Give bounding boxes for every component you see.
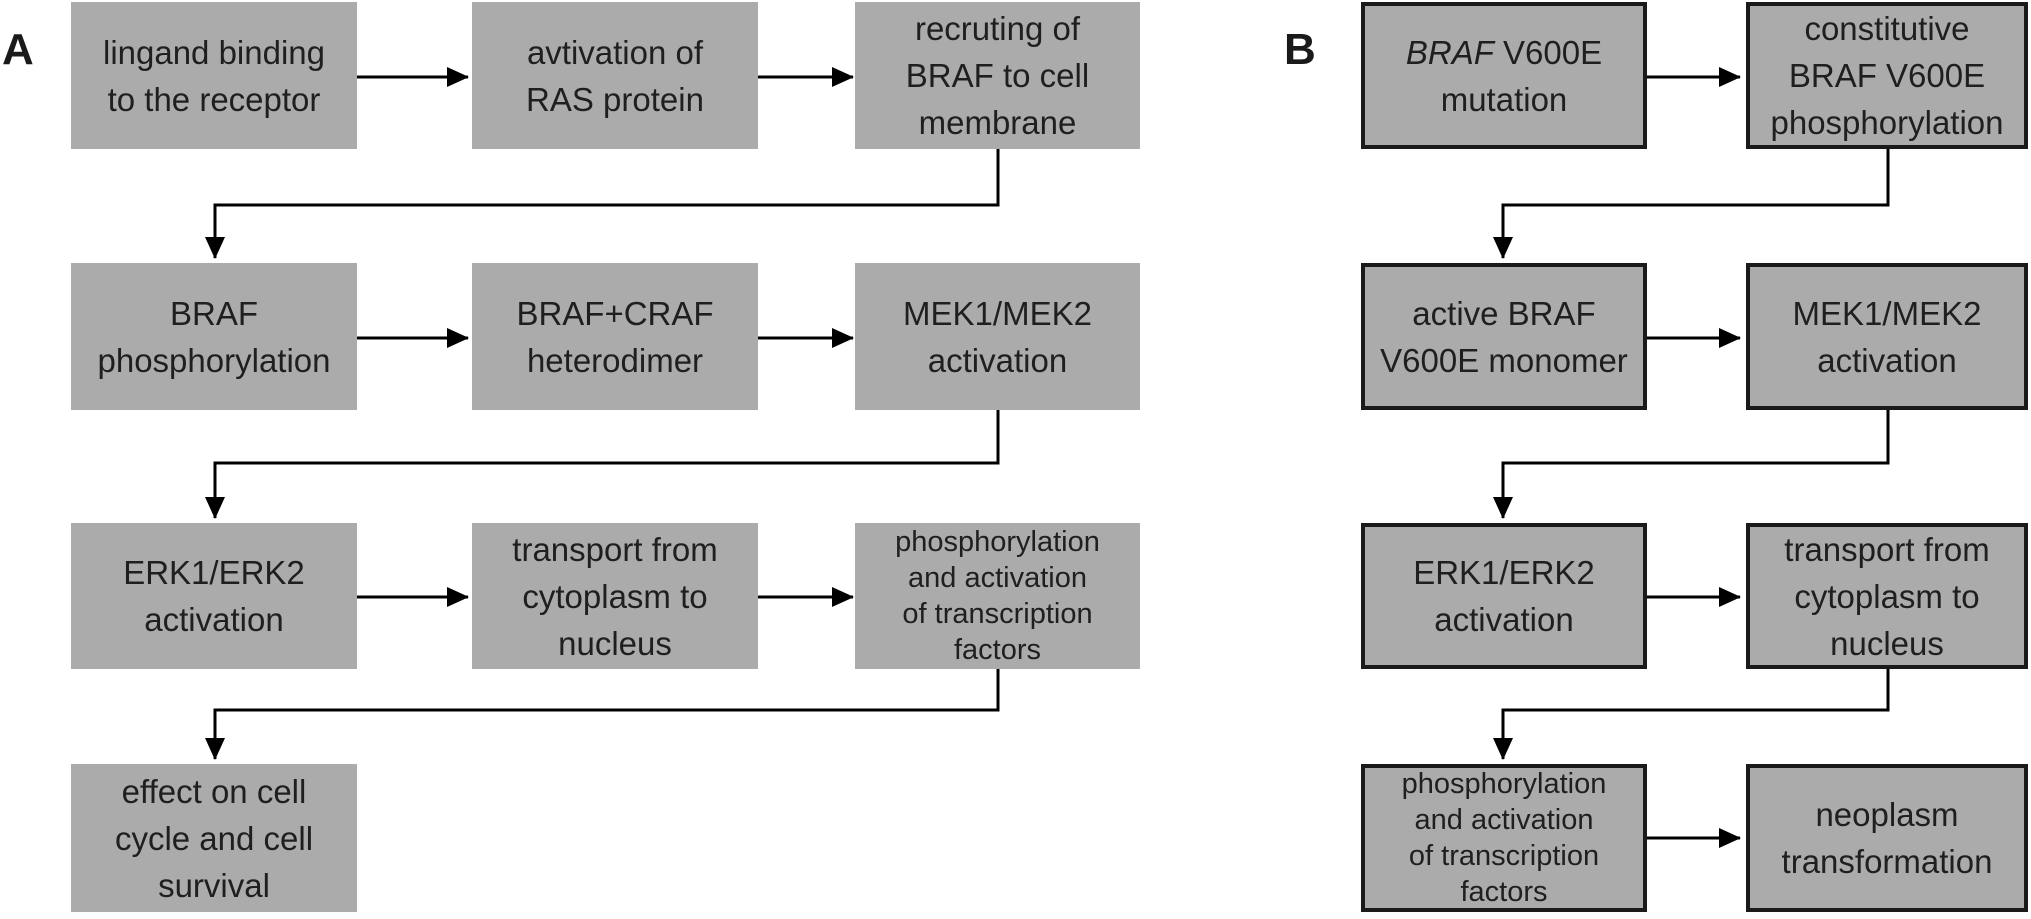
box-line: of transcription (902, 598, 1093, 630)
arrow-recruit-to-phos (205, 149, 1000, 259)
flow-box-mek-activation-b: MEK1/MEK2 activation (1746, 263, 2028, 410)
gene-name-italic: BRAF (1405, 33, 1494, 71)
box-line: heterodimer (526, 341, 704, 379)
flow-box-braf-v600e-mutation: BRAF V600E mutation (1361, 2, 1647, 149)
box-line: ERK1/ERK2 (1413, 554, 1595, 591)
box-line: cytoplasm to (522, 577, 708, 615)
box-line: transport from (512, 530, 718, 568)
box-line: lingand binding (102, 33, 326, 71)
box-line: cycle and cell (114, 819, 314, 857)
box-line: transport from (1784, 530, 1990, 568)
box-line: phosphorylation (1770, 104, 2004, 141)
box-line: effect on cell (121, 772, 307, 810)
box-line: activation (1434, 601, 1574, 638)
box-line: nucleus (1830, 624, 1944, 662)
box-line: mutation (1440, 80, 1568, 118)
flow-box-transcription-factors-a: phosphorylation and activation of transc… (855, 523, 1140, 669)
box-line: nucleus (558, 624, 672, 662)
box-line: constitutive (1804, 10, 1970, 47)
box-line: survival (158, 866, 270, 904)
box-line: BRAF (169, 294, 258, 332)
flow-box-ligand-binding: lingand binding to the receptor (71, 2, 357, 149)
flow-box-erk-activation-b: ERK1/ERK2 activation (1361, 523, 1647, 669)
box-line: BRAF to cell (905, 57, 1090, 94)
flow-box-braf-recruitment: recruting of BRAF to cell membrane (855, 2, 1140, 149)
box-line: activation (144, 601, 284, 638)
box-line: BRAF+CRAF (516, 294, 714, 332)
box-line: factors (953, 634, 1042, 666)
box-line: and activation (1414, 804, 1594, 836)
flow-box-mek-activation-a: MEK1/MEK2 activation (855, 263, 1140, 410)
box-line: BRAF V600E (1788, 57, 1986, 94)
box-line: phosphorylation (1401, 768, 1607, 800)
arrow-constitutive-to-monomer (1493, 149, 1890, 259)
panel-a-label: A (2, 25, 34, 74)
arrow-transport-to-tf-b (1493, 669, 1890, 760)
flow-box-nuclear-transport-a: transport from cytoplasm to nucleus (472, 523, 758, 669)
box-line: of transcription (1408, 840, 1600, 872)
box-line: active BRAF (1412, 294, 1596, 332)
box-line: and activation (908, 562, 1087, 594)
flow-box-erk-activation-a: ERK1/ERK2 activation (71, 523, 357, 669)
arrow-mek-to-erk-b (1493, 410, 1890, 519)
flow-box-cell-cycle-effect: effect on cell cycle and cell survival (71, 764, 357, 912)
box-line: MEK1/MEK2 (1792, 294, 1982, 332)
flow-box-ras-activation: avtivation of RAS protein (472, 2, 758, 149)
box-line: phosphorylation (895, 526, 1100, 558)
box-line: V600E monomer (1380, 341, 1628, 379)
box-line: cytoplasm to (1794, 577, 1980, 615)
box-line: activation (1817, 341, 1957, 379)
box-line: membrane (918, 104, 1077, 141)
box-line-rest: V600E (1503, 33, 1603, 71)
box-line: BRAF V600E (1406, 29, 1602, 76)
box-line: MEK1/MEK2 (903, 294, 1092, 332)
box-line: activation (927, 341, 1068, 379)
arrow-tf-to-effect (205, 669, 1000, 760)
box-line: ERK1/ERK2 (123, 554, 305, 591)
box-line: transformation (1781, 843, 1993, 880)
box-line: neoplasm (1815, 796, 1959, 833)
flow-box-braf-phosphorylation: BRAF phosphorylation (71, 263, 357, 410)
box-line: RAS protein (526, 80, 704, 118)
flow-box-neoplasm-transformation: neoplasm transformation (1746, 764, 2028, 912)
arrow-mek-to-erk-a (205, 410, 1000, 519)
panel-b-label: B (1284, 25, 1316, 74)
box-line: to the receptor (107, 80, 321, 118)
flow-box-transcription-factors-b: phosphorylation and activation of transc… (1361, 764, 1647, 912)
box-line: recruting of (914, 10, 1081, 47)
box-line: phosphorylation (97, 341, 331, 379)
box-line: avtivation of (526, 33, 704, 71)
flow-box-v600e-monomer: active BRAF V600E monomer (1361, 263, 1647, 410)
box-line: factors (1460, 876, 1548, 908)
flow-box-braf-craf-heterodimer: BRAF+CRAF heterodimer (472, 263, 758, 410)
flow-box-nuclear-transport-b: transport from cytoplasm to nucleus (1746, 523, 2028, 669)
flow-box-constitutive-phosphorylation: constitutive BRAF V600E phosphorylation (1746, 2, 2028, 149)
